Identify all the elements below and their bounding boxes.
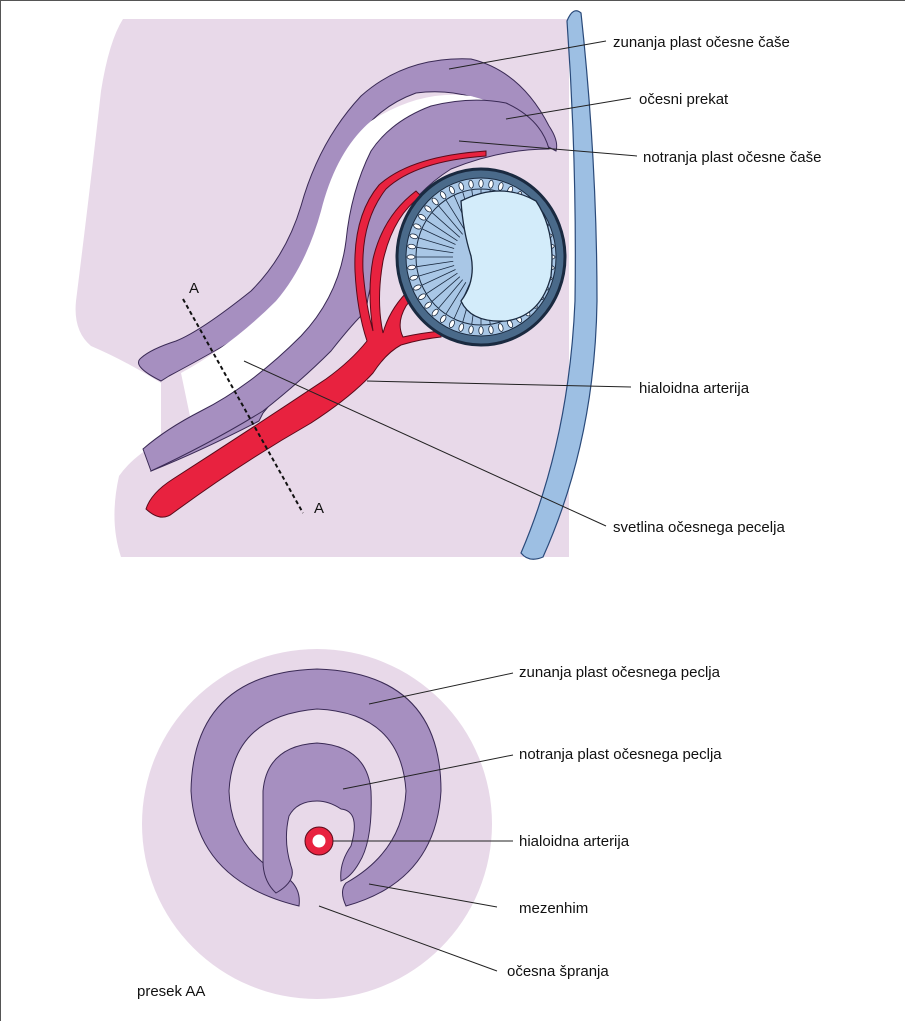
label-hyaloid-artery-top: hialoidna arterija — [639, 380, 750, 397]
lens-cavity — [461, 191, 552, 321]
section-marker-top: A — [189, 280, 199, 297]
label-hyaloid-artery-bottom: hialoidna arterija — [519, 833, 630, 850]
lens-epithelial-cell — [407, 255, 415, 259]
label-inner-cup: notranja plast očesne čaše — [643, 149, 821, 166]
lens-epithelial-cell — [479, 180, 483, 188]
label-fissure: očesna špranja — [507, 963, 609, 980]
section-marker-bottom: A — [314, 500, 324, 517]
label-outer-cup: zunanja plast očesne čaše — [613, 34, 790, 51]
hyaloid-artery-section — [305, 827, 333, 855]
label-intraretinal-space: očesni prekat — [639, 91, 729, 108]
lens-epithelial-cell — [479, 327, 483, 335]
label-mesenchyme: mezenhim — [519, 900, 588, 917]
label-inner-stalk: notranja plast očesnega peclja — [519, 746, 722, 763]
lens-vesicle — [397, 169, 565, 345]
label-stalk-lumen: svetlina očesnega pecelja — [613, 519, 785, 536]
label-outer-stalk: zunanja plast očesnega peclja — [519, 664, 721, 681]
section-caption: presek AA — [137, 983, 205, 1000]
